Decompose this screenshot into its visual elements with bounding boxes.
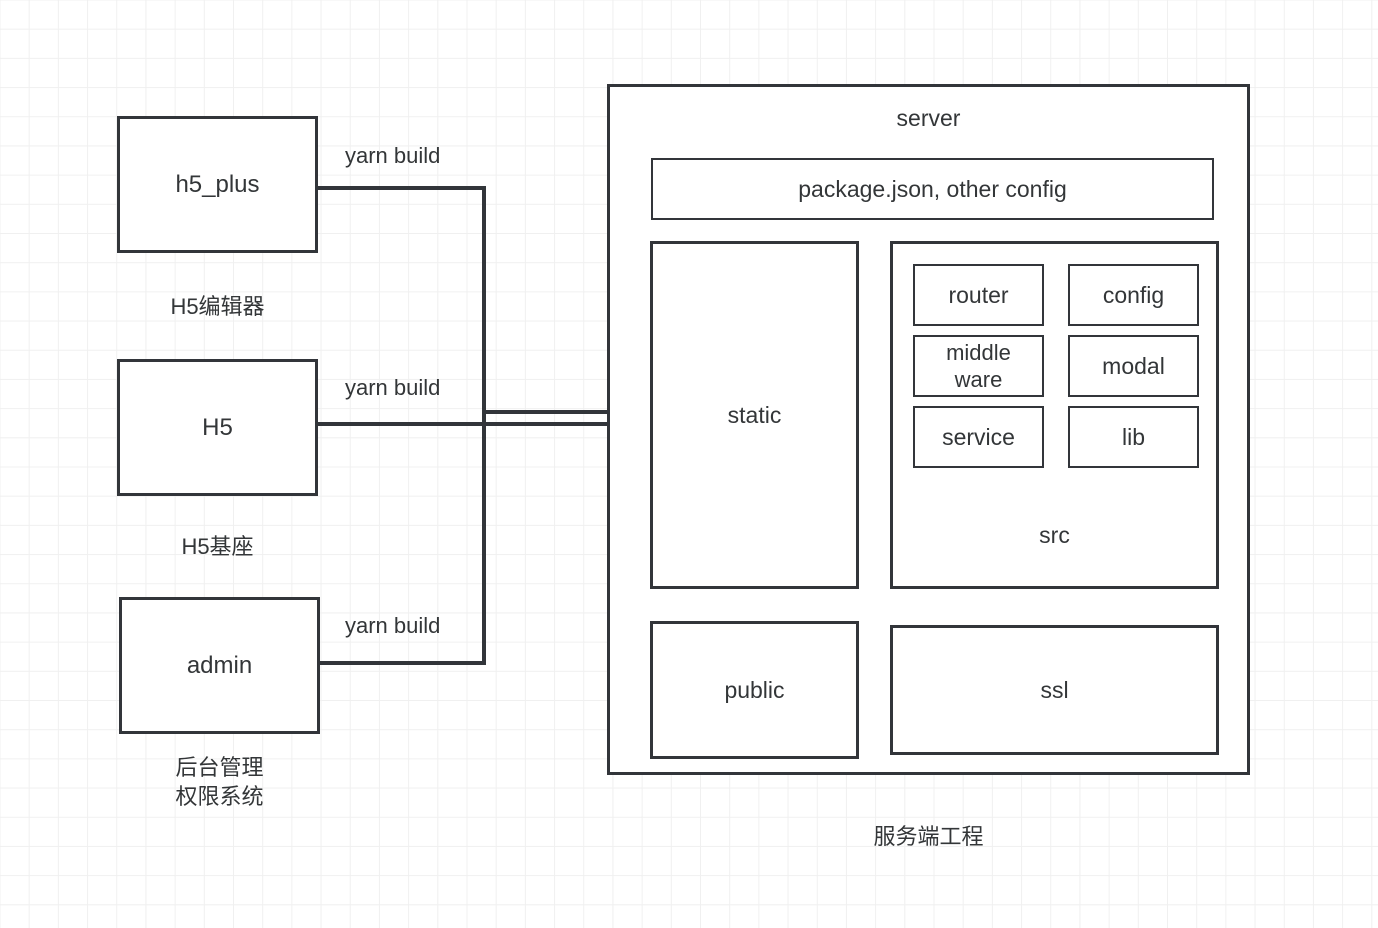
node-admin-label: admin <box>186 651 253 679</box>
node-src-label: src <box>1039 522 1070 549</box>
caption-admin: 后台管理 权限系统 <box>175 755 264 810</box>
node-src-container[interactable]: router config middle ware modal service … <box>890 241 1219 589</box>
node-static[interactable]: static <box>650 241 859 589</box>
node-h5[interactable]: H5 <box>117 359 318 496</box>
node-router[interactable]: router <box>913 264 1044 326</box>
node-admin[interactable]: admin <box>119 597 320 734</box>
node-h5-label: H5 <box>202 413 233 441</box>
node-middleware[interactable]: middle ware <box>913 335 1044 397</box>
node-middleware-label: middle ware <box>946 339 1011 393</box>
node-lib[interactable]: lib <box>1068 406 1199 468</box>
node-modal-label: modal <box>1102 352 1165 379</box>
node-config-label: config <box>1102 281 1165 308</box>
node-public-label: public <box>724 676 785 703</box>
caption-h5: H5基座 <box>181 534 254 559</box>
node-lib-label: lib <box>1121 423 1145 450</box>
node-service-label: service <box>942 423 1015 450</box>
node-router-label: router <box>948 281 1009 308</box>
node-static-label: static <box>727 401 782 428</box>
node-package-config[interactable]: package.json, other config <box>651 158 1214 220</box>
node-package-config-label: package.json, other config <box>798 175 1067 202</box>
node-h5-plus-label: h5_plus <box>175 170 260 198</box>
node-ssl[interactable]: ssl <box>890 625 1219 755</box>
server-container[interactable]: server package.json, other config static… <box>607 84 1250 775</box>
node-service[interactable]: service <box>913 406 1044 468</box>
edge-label-h5: yarn build <box>345 375 441 400</box>
caption-server: 服务端工程 <box>873 824 984 849</box>
caption-h5-plus: H5编辑器 <box>170 294 265 319</box>
edge-label-h5plus: yarn build <box>345 143 441 168</box>
node-h5-plus[interactable]: h5_plus <box>117 116 318 253</box>
node-ssl-label: ssl <box>1040 676 1069 703</box>
node-config[interactable]: config <box>1068 264 1199 326</box>
edge-label-admin: yarn build <box>345 613 441 638</box>
node-public[interactable]: public <box>650 621 859 759</box>
server-title: server <box>896 105 961 131</box>
node-modal[interactable]: modal <box>1068 335 1199 397</box>
